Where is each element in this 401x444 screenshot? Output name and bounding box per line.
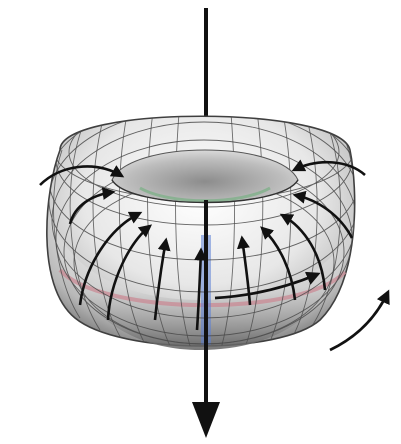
toroidal-rotation-arrow — [330, 292, 388, 350]
down-arrow-icon — [192, 402, 220, 438]
